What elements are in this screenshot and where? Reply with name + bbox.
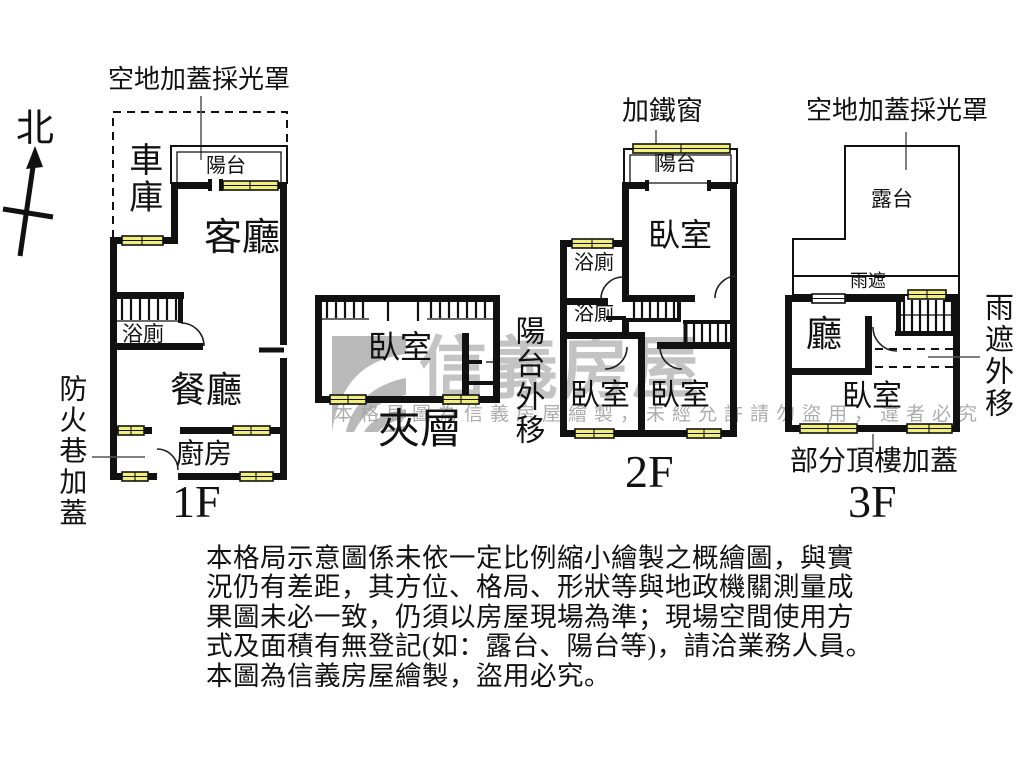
floor2-caption: 2F [625,446,674,497]
floor2-bathroom-upper-label: 浴廁 [574,252,614,274]
floor1-balcony-label: 陽台 [206,155,246,177]
floor2-left-bedroom-door-arc [604,346,628,370]
floor2-bath-door-arc [600,276,624,300]
floor1-kitchen-label: 廚房 [176,439,233,470]
floor1-skylight-note: 空地加蓋採光罩 [108,65,291,94]
floor1-skylight-dashed-outline [112,111,288,238]
mezzanine-windows [329,394,480,405]
floor3-rain-shelter-label: 雨遮 [850,271,886,291]
floor2-bedroom-door-arc [714,275,738,299]
floor3-skylight-note: 空地加蓋採光罩 [806,96,989,125]
floor1-windows [117,180,279,482]
compass-north-label: 北 [16,108,55,150]
floor2-stairs-lower [692,324,728,343]
floor1-stairs [120,299,178,320]
floor1-fire-lane-note: 防火巷加蓋 [55,374,87,529]
floor3-hall-label: 廳 [806,314,843,354]
mezzanine-plan [315,295,500,405]
floor1-bathroom-label: 浴廁 [122,322,164,346]
floor1-living-room-label: 客廳 [204,217,281,259]
floor3-stairs [899,300,956,331]
floor1-kitchen-door-arc [156,448,179,471]
floor2-bathroom-lower-label: 浴廁 [574,303,614,325]
floor1-caption: 1F [172,476,221,527]
mezzanine-stairs [325,302,487,318]
floor1-bathroom-door-arc [180,322,205,347]
floor3-terrace-label: 露台 [871,187,913,211]
floor1-plan [92,96,288,482]
floor3-plan [785,132,980,452]
floor2-right-bedroom-door-arc [659,346,683,370]
floor3-rooftop-note: 部分頂樓加蓋 [790,446,959,477]
floor2-stairs-upper [632,302,676,318]
floor1-dining-room-label: 餐廳 [170,370,243,410]
watermark-notice-text: 本格局圖為信義房屋繪製，未經允許請勿盜用，違者必究 [334,404,985,425]
mezzanine-caption: 夾層 [378,407,463,453]
sinyi-logo-icon [332,336,406,432]
mezzanine-balcony-note: 陽台外移 [510,315,544,447]
mezzanine-bedroom-label: 臥室 [368,329,433,365]
floor2-bedroom-left-label: 臥室 [570,379,630,412]
disclaimer-text: 本格局示意圖係未依一定比例縮小繪製之概繪圖，與實 況仍有差距，其方位、格局、形狀… [206,543,873,691]
floor2-windows [571,143,731,439]
floor1-garage-label: 車庫 [123,142,161,216]
floor2-bedroom-main-label: 臥室 [648,217,713,253]
floor3-windows [799,289,953,434]
floor2-balcony-label: 陽台 [656,153,696,175]
floor3-top-window [811,293,846,304]
floor3-caption: 3F [848,476,897,527]
floor3-bedroom-label: 臥室 [842,380,902,413]
floor2-iron-window-note: 加鐵窗 [622,96,703,126]
floor2-plan [560,130,738,439]
floor2-bedroom-right-label: 臥室 [650,379,710,412]
compass-arrow-icon [2,146,54,257]
floor3-rain-shelter-note: 雨遮外移 [980,292,1013,420]
floor3-hall-door-arc [872,326,898,352]
